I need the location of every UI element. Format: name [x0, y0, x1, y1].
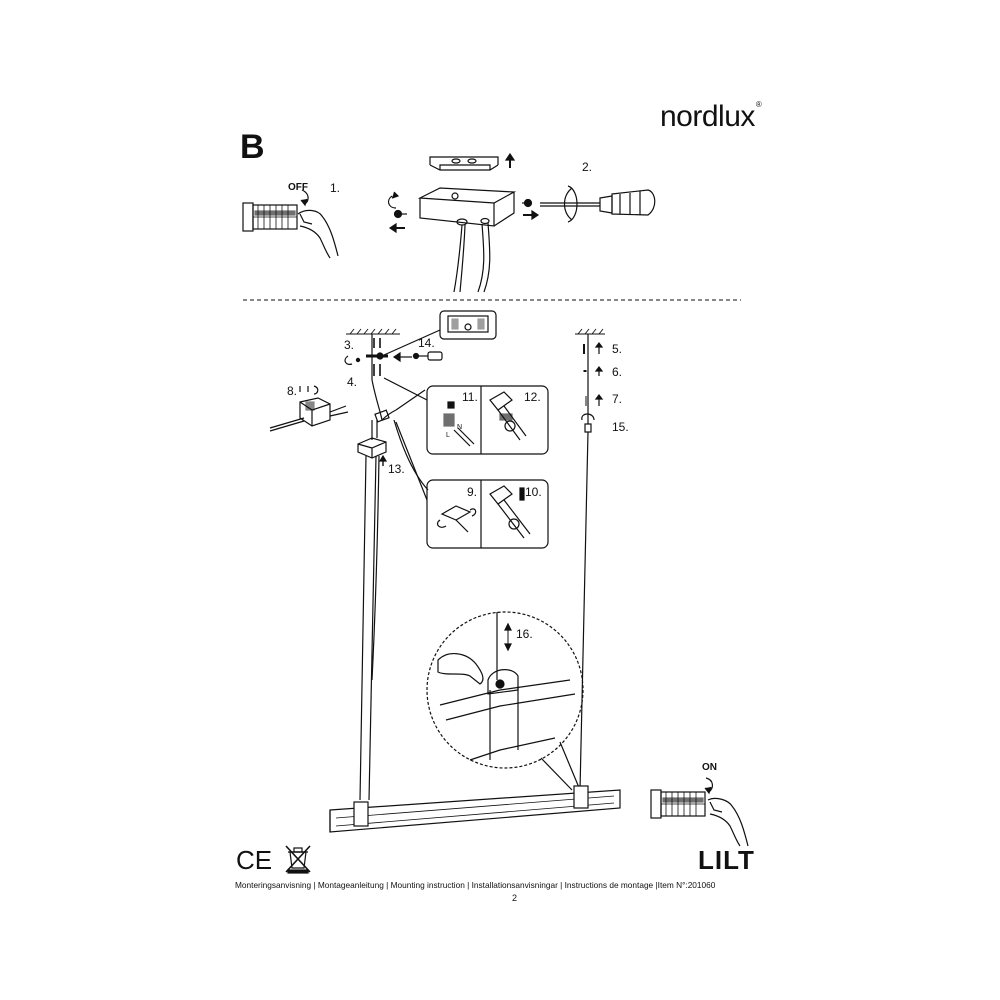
fuse-box-off-illustration — [242, 202, 339, 259]
step-15-label: 15. — [612, 420, 629, 434]
linear-luminaire — [329, 785, 621, 833]
ceiling-bracket-left — [344, 334, 388, 380]
screw-icon — [387, 191, 407, 219]
step-8-label: 8. — [287, 384, 298, 398]
cable-connector-callout — [395, 421, 549, 549]
terminal-block-illustration — [269, 385, 349, 432]
brand-logo: nordlux® — [660, 100, 762, 133]
canopy-detail-callout — [383, 310, 497, 356]
on-label: ON — [702, 762, 717, 773]
wire-label-n: N — [457, 424, 463, 431]
magnified-detail-circle — [426, 611, 584, 791]
wiring-detail-callout — [383, 377, 549, 455]
wire-label-l: L — [446, 432, 450, 439]
off-label: OFF — [288, 182, 308, 193]
ceiling-box-illustration — [417, 187, 517, 293]
fuse-box-on-illustration — [650, 789, 749, 847]
step-5-label: 5. — [612, 342, 623, 356]
step-2-label: 2. — [582, 160, 593, 174]
step-11-label: 11. — [462, 390, 478, 404]
page-number: 2 — [512, 893, 518, 903]
step-1-label: 1. — [330, 181, 341, 195]
weee-bin-icon — [285, 845, 311, 874]
step-9-label: 9. — [467, 485, 478, 499]
step-12-label: 12. — [524, 390, 541, 404]
suspension-cable-right — [579, 334, 604, 791]
anchor-screw-illustration — [392, 351, 443, 363]
step-10-label: 10. — [525, 485, 542, 499]
product-name: LILT — [698, 845, 755, 875]
step-6-label: 6. — [612, 365, 623, 379]
step-16-label: 16. — [516, 627, 533, 641]
ceiling-hatch — [346, 328, 605, 335]
ce-mark: CE — [236, 845, 273, 875]
step-4-label: 4. — [347, 375, 358, 389]
screwdriver-illustration — [540, 185, 656, 223]
step-7-label: 7. — [612, 392, 623, 406]
step-3-label: 3. — [344, 338, 355, 352]
footer-text: Monteringsanvisning | Montageanleitung |… — [235, 880, 716, 890]
mounting-bracket-illustration — [429, 156, 499, 171]
step-13-label: 13. — [388, 462, 405, 476]
step-14-label: 14. — [418, 336, 435, 350]
suspension-cables-left — [357, 379, 429, 801]
section-letter: B — [240, 128, 265, 166]
